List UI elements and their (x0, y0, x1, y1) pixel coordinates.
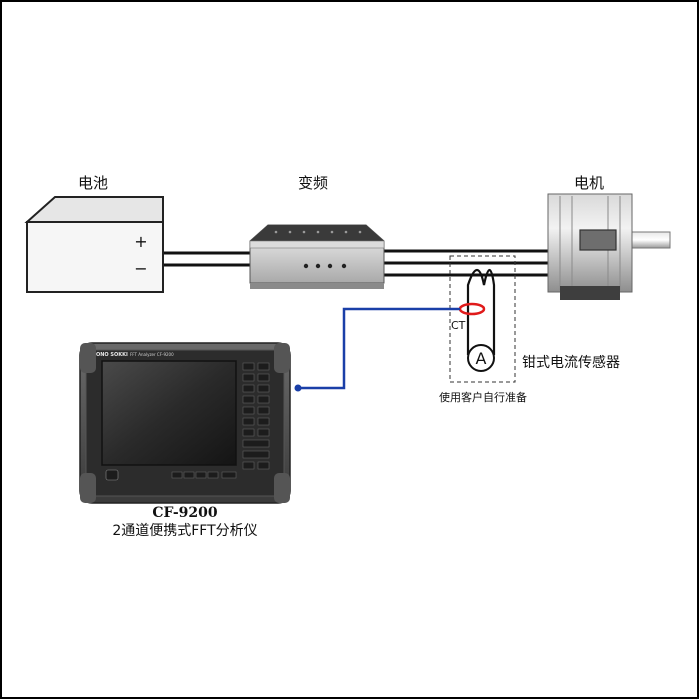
motor-label: 电机 (574, 174, 604, 192)
battery-minus-sign: − (134, 259, 147, 278)
model-label: CF-9200 (152, 505, 217, 521)
ct-ring (458, 302, 486, 316)
analyzer-power-button (105, 469, 119, 481)
power-wires (162, 249, 548, 277)
ct-label: CT (451, 319, 466, 332)
ammeter (467, 344, 495, 372)
user-supplied-box (449, 255, 516, 383)
analyzer-screen-title: FFT Analyzer CF-9200 (130, 352, 174, 357)
signal-cable-end (294, 384, 302, 392)
ammeter-symbol: A (476, 349, 487, 368)
inverter (249, 224, 385, 289)
battery: + − (24, 196, 164, 293)
clamp-sensor-label: 钳式电流传感器 (522, 354, 620, 371)
signal-cable (298, 307, 460, 390)
analyzer-screen (101, 360, 237, 466)
analyzer-keypad (171, 362, 270, 479)
battery-label: 电池 (78, 174, 108, 192)
motor (547, 193, 671, 300)
analyzer-brand: ONO SOKKI (96, 352, 128, 358)
fft-analyzer: ONO SOKKI FFT Analyzer CF-9200 (79, 342, 291, 504)
user-supplied-label: 使用客户自行准备 (439, 390, 527, 404)
battery-plus-sign: + (134, 232, 147, 251)
analyzer-description: 2通道便携式FFT分析仪 (112, 523, 257, 539)
inverter-label: 变频 (298, 174, 328, 192)
ct-leads (466, 268, 496, 355)
